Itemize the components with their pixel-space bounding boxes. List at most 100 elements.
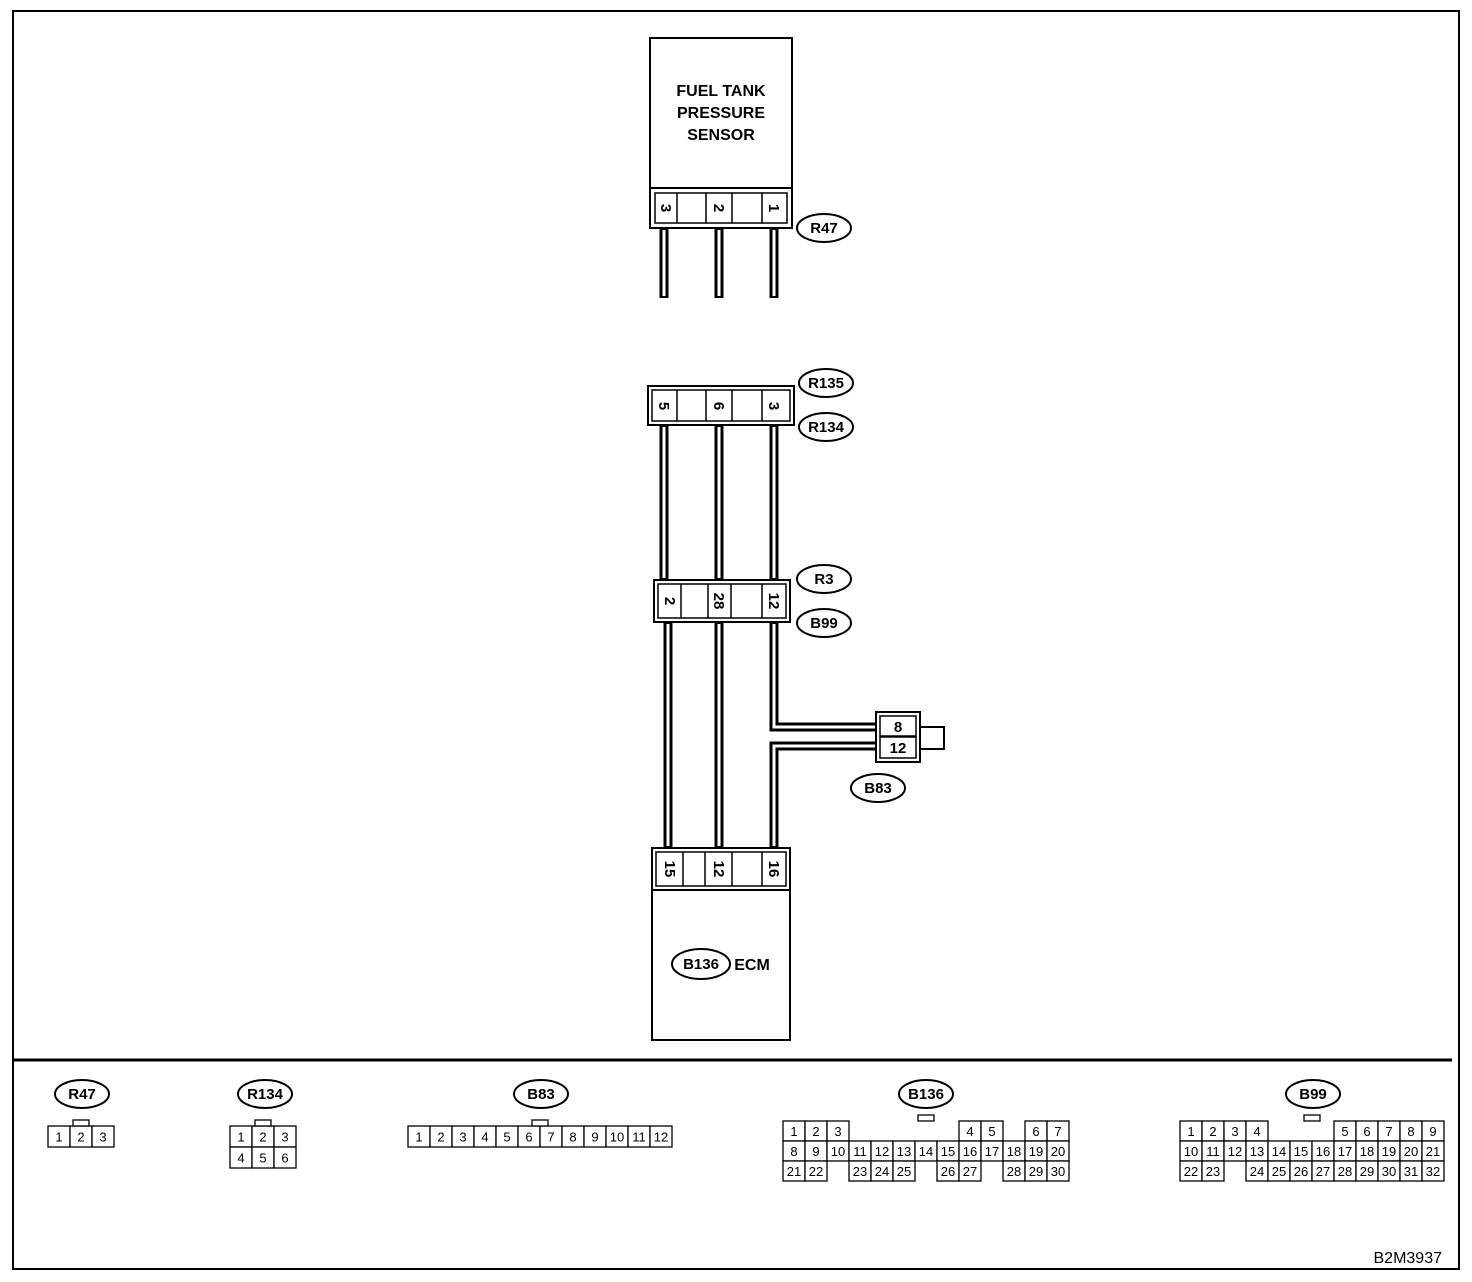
connector-view-pin: 3: [99, 1130, 106, 1145]
connector-view-pin: 7: [547, 1130, 554, 1145]
connector-view-pin: 12: [1228, 1144, 1242, 1159]
connector-view-pin: 25: [1272, 1164, 1286, 1179]
connector-view-pin: 2: [259, 1130, 266, 1145]
connector-view-pin: 12: [654, 1130, 668, 1145]
connector-view-pin: 24: [1250, 1164, 1264, 1179]
connector-view-pin: 10: [1184, 1144, 1198, 1159]
connector-view-pin: 1: [1187, 1124, 1194, 1139]
connector-tag-r134: R134: [798, 412, 854, 442]
connector-view-pin: 21: [787, 1164, 801, 1179]
connector-view-pin: 5: [1341, 1124, 1348, 1139]
harness-connector-r3-b99: 2 28 12: [653, 579, 791, 623]
connector-tag-r47: R47: [796, 213, 852, 243]
connector-tag-b99: B99: [796, 608, 852, 638]
connector-view-pin: 2: [1209, 1124, 1216, 1139]
connector-view-pin: 4: [481, 1130, 488, 1145]
connector-view-pin: 10: [610, 1130, 624, 1145]
connector-view-pin: 2: [812, 1124, 819, 1139]
connector-tag-b83: B83: [850, 773, 906, 803]
connector-key-tab: [917, 1114, 935, 1122]
connector-view-pin: 2: [77, 1130, 84, 1145]
connector-view-pin: 8: [569, 1130, 576, 1145]
connector-view-pin: 29: [1360, 1164, 1374, 1179]
connector-view-pin: 21: [1426, 1144, 1440, 1159]
connector-view-pin: 30: [1051, 1164, 1065, 1179]
tag-r134-label: R134: [808, 419, 845, 436]
sensor-pin-3: 3: [657, 204, 674, 212]
sensor-title-line-2: PRESSURE: [677, 105, 765, 122]
sensor-pin-1: 1: [765, 204, 782, 212]
tag-b83-label: B83: [864, 780, 892, 797]
connector-view-pin: 11: [632, 1130, 646, 1145]
connector-view-pin: 8: [790, 1144, 797, 1159]
connector-view-b136-label: B136: [908, 1086, 944, 1103]
connector-view-pin: 19: [1029, 1144, 1043, 1159]
connector-view-pin: 10: [831, 1144, 845, 1159]
connector-view-pin: 30: [1382, 1164, 1396, 1179]
tag-r47-label: R47: [810, 220, 838, 237]
connector-view-pin: 5: [988, 1124, 995, 1139]
connector-view-pin: 24: [875, 1164, 889, 1179]
connector-view-pin: 15: [1294, 1144, 1308, 1159]
tag-r3-label: R3: [814, 571, 833, 588]
connector-view-pin: 11: [853, 1144, 867, 1159]
drawing-code: B2M3937: [1373, 1250, 1443, 1267]
connector-view-pin: 18: [1007, 1144, 1021, 1159]
joint-pin-3: 3: [765, 402, 782, 410]
connector-view-pin: 16: [1316, 1144, 1330, 1159]
b83-pin-12: 12: [890, 740, 907, 757]
connector-view-pin: 27: [1316, 1164, 1330, 1179]
connector-view-pin: 7: [1054, 1124, 1061, 1139]
sensor-title-line-1: FUEL TANK: [676, 83, 766, 100]
connector-key-tab: [72, 1119, 90, 1127]
joint-connector-b83: 8 12: [875, 711, 945, 763]
connector-view-b99-label: B99: [1299, 1086, 1327, 1103]
joint-pin-6: 6: [710, 402, 727, 410]
connector-view-pin: 4: [237, 1151, 244, 1166]
connector-view-pin: 18: [1360, 1144, 1374, 1159]
connector-key-tab: [254, 1119, 272, 1127]
connector-view-pin: 3: [834, 1124, 841, 1139]
connector-key-tab: [1303, 1114, 1321, 1122]
connector-view-pin: 20: [1404, 1144, 1418, 1159]
joint-pin-5: 5: [655, 402, 672, 410]
connector-view-pin: 2: [437, 1130, 444, 1145]
connector-view-b83-label: B83: [527, 1086, 555, 1103]
connector-view-pin: 14: [1272, 1144, 1286, 1159]
ecm-pin-16: 16: [765, 861, 782, 878]
connector-view-pin: 9: [591, 1130, 598, 1145]
connector-view-pin: 23: [1206, 1164, 1220, 1179]
connector-view-pin: 11: [1206, 1144, 1220, 1159]
tag-b99-label: B99: [810, 615, 838, 632]
connector-view-pin: 13: [1250, 1144, 1264, 1159]
b83-pin-8: 8: [894, 719, 902, 736]
connector-view-pin: 1: [55, 1130, 62, 1145]
connector-view-pin: 32: [1426, 1164, 1440, 1179]
connector-view-pin: 3: [459, 1130, 466, 1145]
connector-view-pin: 4: [1253, 1124, 1260, 1139]
joint-connector-r135-r134: 5 6 3: [647, 385, 795, 426]
connector-view-pin: 26: [941, 1164, 955, 1179]
connector-view-pin: 6: [525, 1130, 532, 1145]
connector-view-pin: 3: [281, 1130, 288, 1145]
connector-view-pin: 7: [1385, 1124, 1392, 1139]
connector-view-r134-label: R134: [247, 1086, 284, 1103]
connector-view-pin: 17: [1338, 1144, 1352, 1159]
connector-view-pin: 28: [1338, 1164, 1352, 1179]
connector-key-tab: [531, 1119, 549, 1127]
connector-tag-r3: R3: [796, 564, 852, 594]
connector-view-pin: 9: [1429, 1124, 1436, 1139]
connector-view-pin: 23: [853, 1164, 867, 1179]
connector-view-pin: 6: [281, 1151, 288, 1166]
connector-view-pin: 9: [812, 1144, 819, 1159]
connector-view-pin: 20: [1051, 1144, 1065, 1159]
connector-view-pin: 22: [1184, 1164, 1198, 1179]
ecm: 15 12 16 B136 ECM: [651, 847, 791, 1041]
connector-view-pin: 1: [237, 1130, 244, 1145]
tag-r135-label: R135: [808, 375, 844, 392]
connector-view-pin: 5: [259, 1151, 266, 1166]
connector-view-pin: 17: [985, 1144, 999, 1159]
